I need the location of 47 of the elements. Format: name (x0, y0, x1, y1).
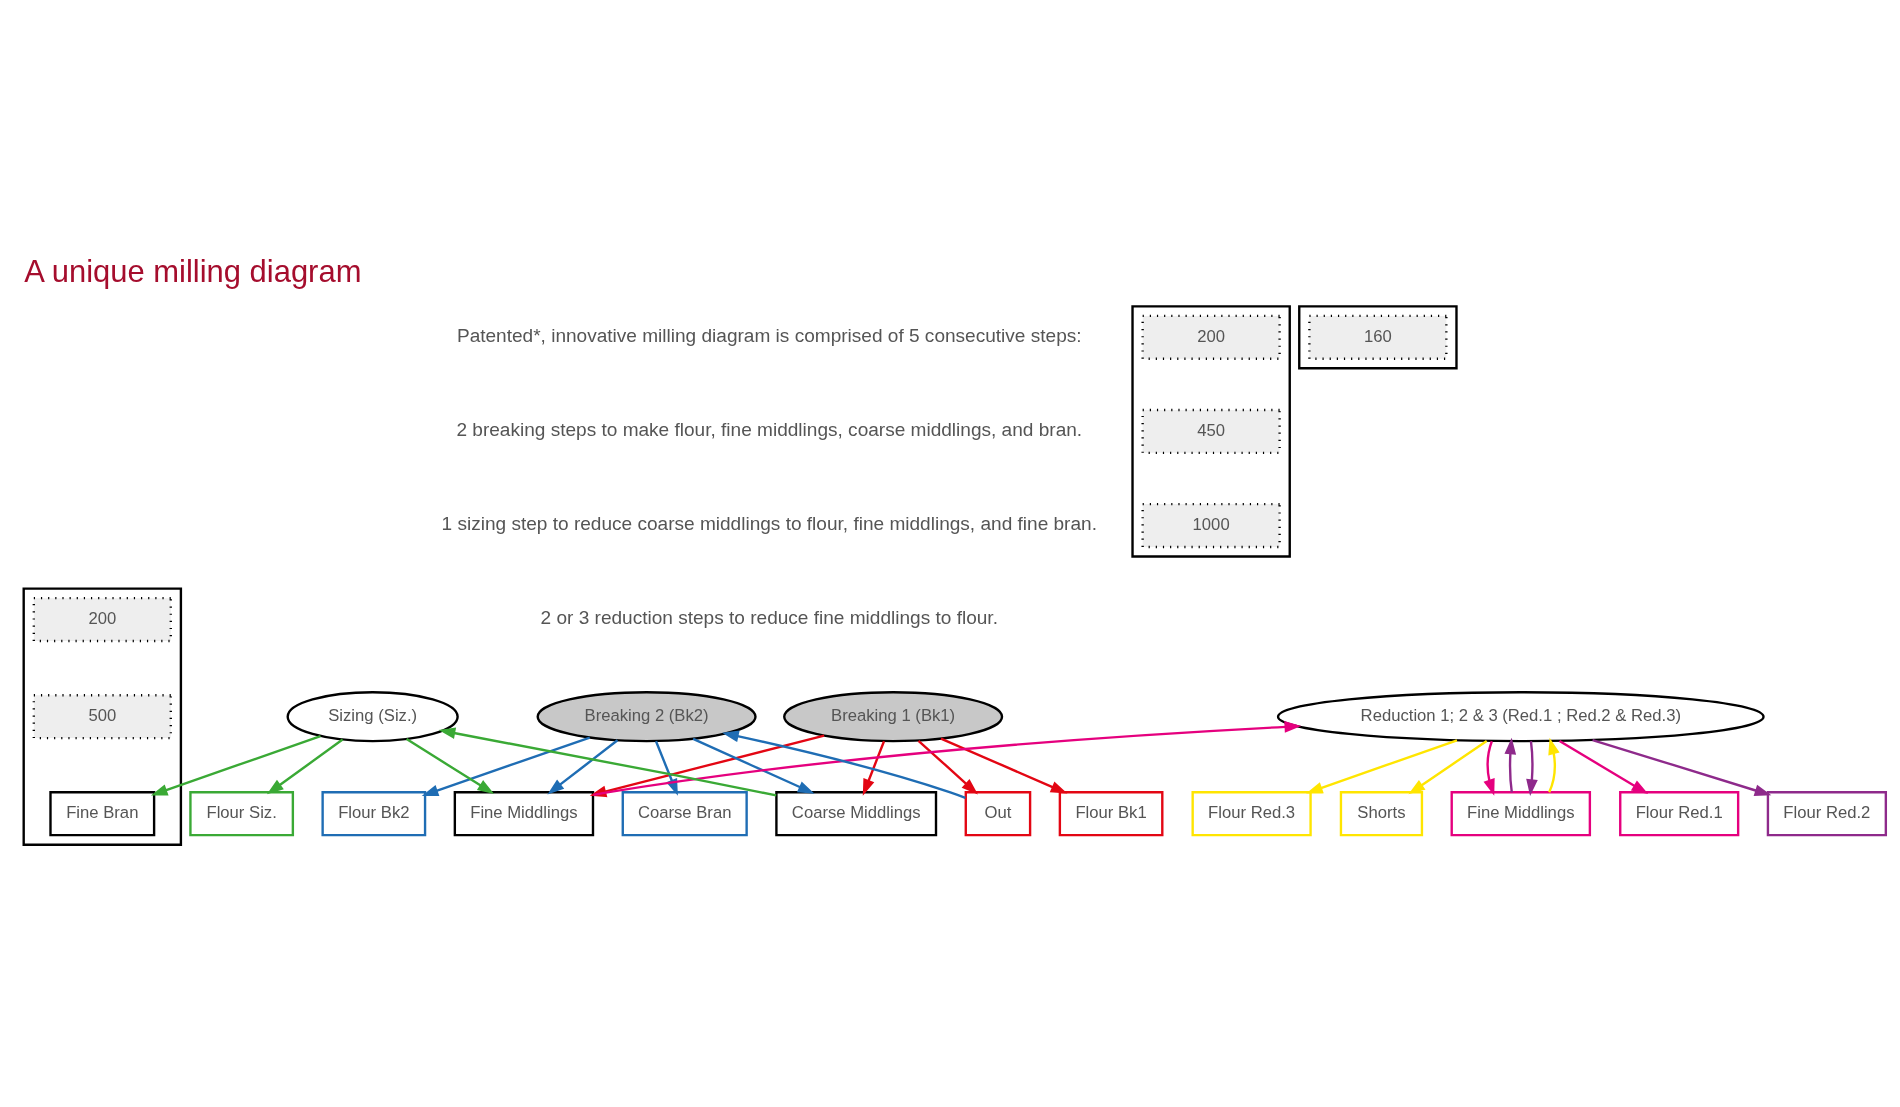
node-box: Coarse Bran (621, 791, 748, 837)
node-box: 200 (1141, 314, 1281, 360)
label: 2 or 3 reduction steps to reduce fine middlings to flour. (540, 607, 998, 629)
node-box: Flour Red.1 (1619, 791, 1740, 837)
arrow (405, 738, 495, 794)
arrow (1558, 740, 1649, 795)
cluster (22, 587, 183, 846)
node-box: Flour Siz. (189, 791, 295, 837)
arrow (1548, 737, 1560, 793)
diagram-title: A unique milling diagram (24, 254, 362, 290)
node-box: Flour Red.2 (1766, 791, 1888, 837)
node-ellipse: Breaking 1 (Bk1) (783, 691, 1004, 743)
arrow (421, 736, 591, 796)
node-ellipse: Reduction 1; 2 & 3 (Red.1 ; Red.2 & Red.3) (1276, 691, 1765, 743)
node-box: Flour Bk2 (321, 791, 427, 837)
node-box: 1000 (1141, 502, 1281, 549)
arrow (1306, 739, 1458, 794)
arrow (1592, 738, 1772, 797)
node-box: Out (964, 791, 1032, 837)
cluster (1298, 305, 1458, 370)
arrow (862, 740, 886, 796)
node-box: Coarse Middlings (775, 791, 938, 837)
node-box: Flour Red.3 (1191, 791, 1312, 837)
node-box: Shorts (1339, 791, 1424, 837)
label: 2 breaking steps to make flour, fine middlings, coarse middlings, and bran. (456, 418, 1083, 440)
node-box: Flour Bk1 (1058, 791, 1164, 837)
arrow (692, 737, 815, 794)
node-box: Fine Middlings (453, 791, 595, 837)
arrow (547, 739, 619, 795)
node-box: 500 (32, 694, 172, 740)
node-box: 450 (1141, 408, 1281, 455)
arrow (1408, 740, 1488, 795)
node-box: Fine Middlings (1450, 791, 1592, 837)
cluster (1131, 305, 1291, 558)
arrow (150, 735, 321, 796)
arrow (266, 738, 344, 795)
label: Patented*, innovative milling diagram is comprised of 5 consecutive steps: (456, 324, 1082, 346)
arrow (1504, 737, 1517, 793)
arrow (722, 730, 966, 799)
arrow (940, 737, 1068, 794)
node-box: 160 (1308, 314, 1448, 360)
label: 1 sizing step to reduce coarse middlings to flour, fine middlings, and fine bran. (441, 513, 1097, 535)
node-box: Fine Bran (49, 791, 156, 837)
node-box: 200 (32, 596, 172, 643)
arrow (917, 739, 978, 795)
arrow (1526, 741, 1538, 796)
arrow (1483, 740, 1495, 796)
